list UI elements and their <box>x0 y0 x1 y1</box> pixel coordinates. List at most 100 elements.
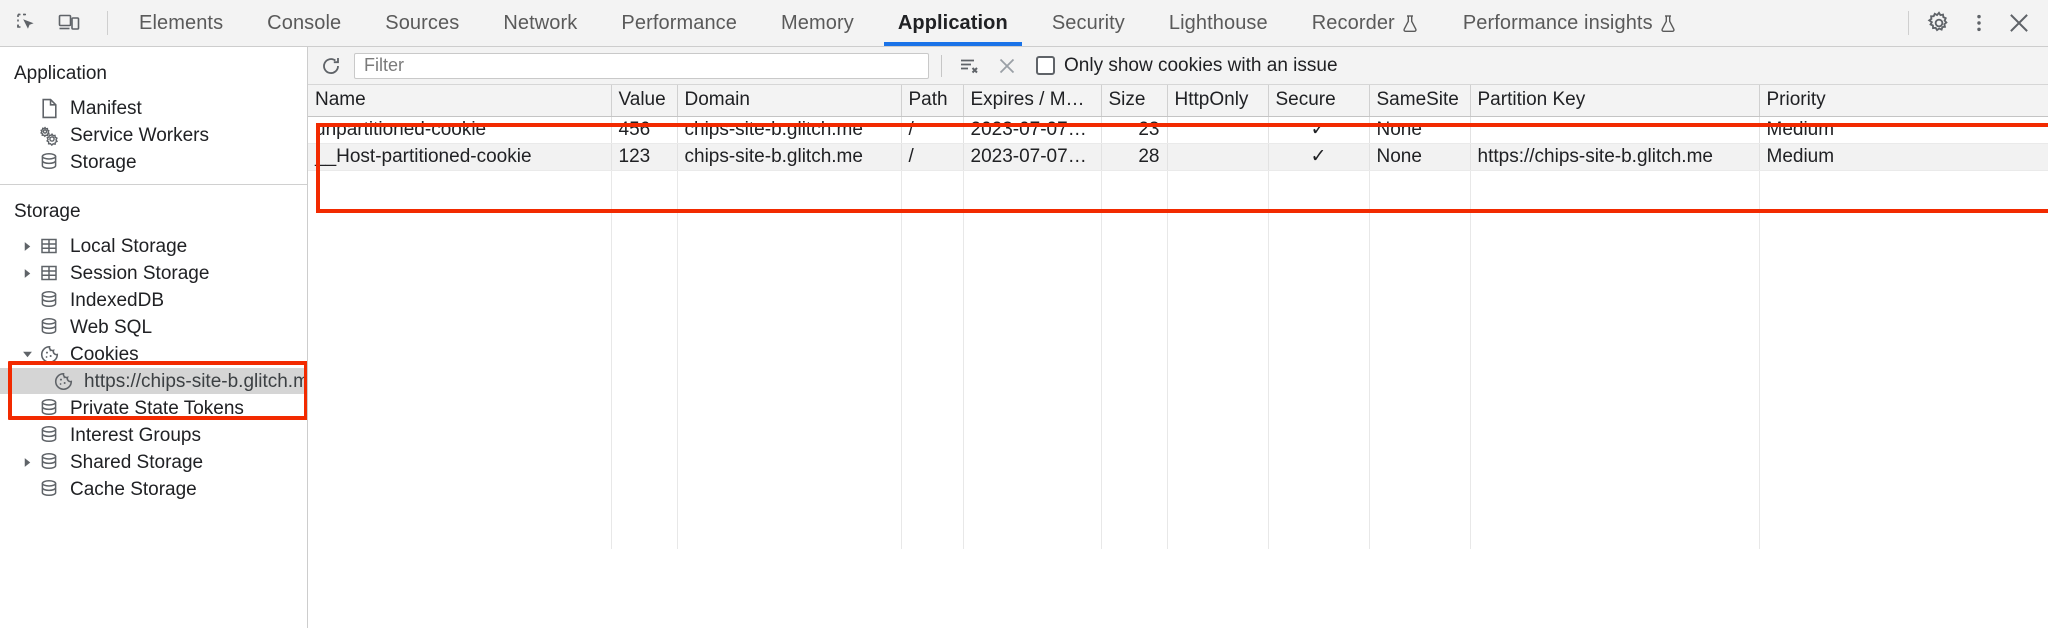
empty-cell <box>611 332 678 360</box>
tab-elements[interactable]: Elements <box>117 0 245 46</box>
cell-partition-key[interactable]: https://chips-site-b.glitch.me <box>1470 143 1760 171</box>
empty-cell <box>1369 224 1471 252</box>
empty-cell <box>1167 251 1269 279</box>
tab-performance-insights[interactable]: Performance insights <box>1441 0 1699 46</box>
refresh-icon[interactable] <box>316 51 346 81</box>
sidebar-item-shared-storage[interactable]: Shared Storage <box>0 449 307 475</box>
tab-console[interactable]: Console <box>245 0 363 46</box>
column-header-size[interactable]: Size <box>1101 85 1168 117</box>
sidebar-item-manifest[interactable]: Manifest <box>0 95 307 121</box>
only-show-issues-row[interactable]: Only show cookies with an issue <box>1036 55 1338 77</box>
sidebar-item-cookie-origin[interactable]: https://chips-site-b.glitch.me <box>0 368 307 394</box>
cell-priority[interactable]: Medium <box>1759 143 2048 171</box>
column-header-partition-key[interactable]: Partition Key <box>1470 85 1760 117</box>
cell-expires[interactable]: 2023-07-07… <box>963 143 1102 171</box>
more-options-icon[interactable] <box>1960 4 1998 42</box>
cell-httponly[interactable] <box>1167 143 1269 171</box>
cell-name[interactable]: unpartitioned-cookie <box>308 116 612 144</box>
empty-cell <box>1167 170 1269 198</box>
cell-name[interactable]: __Host-partitioned-cookie <box>308 143 612 171</box>
cell-value[interactable]: 123 <box>611 143 678 171</box>
column-header-value[interactable]: Value <box>611 85 678 117</box>
tab-label: Application <box>897 11 1008 34</box>
chevron-right-icon[interactable] <box>18 237 36 255</box>
tab-performance[interactable]: Performance <box>599 0 759 46</box>
cell-domain[interactable]: chips-site-b.glitch.me <box>677 116 902 144</box>
column-header-domain[interactable]: Domain <box>677 85 902 117</box>
chevron-right-icon[interactable] <box>18 264 36 282</box>
tab-recorder[interactable]: Recorder <box>1290 0 1441 46</box>
only-show-issues-checkbox[interactable] <box>1036 56 1055 75</box>
empty-cell <box>677 359 902 387</box>
chevron-right-icon[interactable] <box>18 453 36 471</box>
cell-samesite[interactable]: None <box>1369 116 1471 144</box>
empty-cell <box>1268 521 1370 549</box>
tab-network[interactable]: Network <box>481 0 599 46</box>
cell-size[interactable]: 23 <box>1101 116 1168 144</box>
tab-memory[interactable]: Memory <box>759 0 876 46</box>
filter-input[interactable] <box>362 54 921 77</box>
close-devtools-icon[interactable] <box>2000 4 2038 42</box>
device-toolbar-icon[interactable] <box>50 4 88 42</box>
cell-domain[interactable]: chips-site-b.glitch.me <box>677 143 902 171</box>
cell-secure[interactable]: ✓ <box>1268 143 1370 171</box>
filter-input-wrap[interactable] <box>354 52 929 79</box>
sidebar-item-cookies[interactable]: Cookies <box>0 341 307 367</box>
empty-cell <box>677 278 902 306</box>
settings-gear-icon[interactable] <box>1920 4 1958 42</box>
sidebar-item-private-state-tokens[interactable]: Private State Tokens <box>0 395 307 421</box>
cell-priority[interactable]: Medium <box>1759 116 2048 144</box>
tab-security[interactable]: Security <box>1030 0 1147 46</box>
empty-cell <box>308 386 612 414</box>
column-header-httponly[interactable]: HttpOnly <box>1167 85 1269 117</box>
cell-secure[interactable]: ✓ <box>1268 116 1370 144</box>
clear-all-cookies-icon[interactable] <box>992 51 1022 81</box>
cell-size[interactable]: 28 <box>1101 143 1168 171</box>
cell-path[interactable]: / <box>901 116 964 144</box>
empty-cell <box>1369 278 1471 306</box>
empty-cell <box>1268 197 1370 225</box>
empty-cell <box>308 494 612 522</box>
cell-path[interactable]: / <box>901 143 964 171</box>
tab-lighthouse[interactable]: Lighthouse <box>1147 0 1290 46</box>
empty-cell <box>1759 278 2048 306</box>
cell-expires[interactable]: 2023-07-07… <box>963 116 1102 144</box>
cell-httponly[interactable] <box>1167 116 1269 144</box>
cell-partition-key[interactable] <box>1470 116 1760 144</box>
tab-sources[interactable]: Sources <box>363 0 481 46</box>
empty-cell <box>1268 440 1370 468</box>
sidebar-item-cache-storage[interactable]: Cache Storage <box>0 476 307 502</box>
empty-cell <box>611 197 678 225</box>
column-header-secure[interactable]: Secure <box>1268 85 1370 117</box>
empty-cell <box>1167 332 1269 360</box>
sidebar-item-indexeddb[interactable]: IndexedDB <box>0 287 307 313</box>
column-header-name[interactable]: Name <box>308 85 612 117</box>
empty-cell <box>963 332 1102 360</box>
cell-samesite[interactable]: None <box>1369 143 1471 171</box>
sidebar-item-storage[interactable]: Storage <box>0 149 307 175</box>
clear-filter-icon[interactable] <box>954 51 984 81</box>
column-header-samesite[interactable]: SameSite <box>1369 85 1471 117</box>
empty-cell <box>1470 332 1760 360</box>
column-header-expires[interactable]: Expires / M… <box>963 85 1102 117</box>
column-header-path[interactable]: Path <box>901 85 964 117</box>
column-header-priority[interactable]: Priority <box>1759 85 2048 117</box>
empty-cell <box>1167 359 1269 387</box>
inspect-element-icon[interactable] <box>8 4 46 42</box>
table-row[interactable]: __Host-partitioned-cookie 123 chips-site… <box>308 143 2048 171</box>
sidebar-item-web-sql[interactable]: Web SQL <box>0 314 307 340</box>
sidebar-item-service-workers[interactable]: Service Workers <box>0 122 307 148</box>
table-empty-row <box>308 467 2048 495</box>
empty-cell <box>1759 332 2048 360</box>
empty-cell <box>963 386 1102 414</box>
empty-cell <box>308 197 612 225</box>
cell-value[interactable]: 456 <box>611 116 678 144</box>
sidebar-item-interest-groups[interactable]: Interest Groups <box>0 422 307 448</box>
tab-application[interactable]: Application <box>876 0 1030 46</box>
chevron-down-icon[interactable] <box>18 345 36 363</box>
sidebar-item-session-storage[interactable]: Session Storage <box>0 260 307 286</box>
table-row[interactable]: unpartitioned-cookie 456 chips-site-b.gl… <box>308 116 2048 144</box>
empty-cell <box>1470 440 1760 468</box>
sidebar-item-local-storage[interactable]: Local Storage <box>0 233 307 259</box>
empty-cell <box>611 467 678 495</box>
